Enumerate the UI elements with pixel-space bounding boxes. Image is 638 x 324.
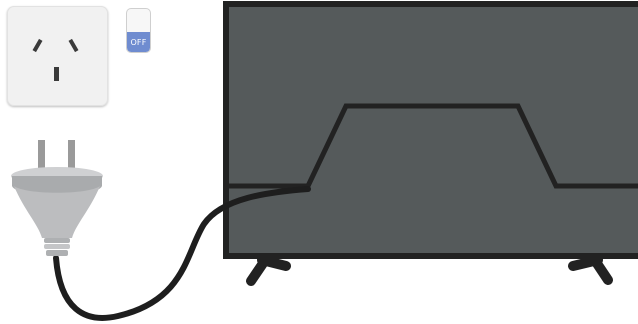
tv[interactable] — [226, 4, 638, 256]
tv-stand — [251, 256, 608, 281]
tv-screen[interactable] — [226, 4, 638, 256]
power-plug-icon[interactable] — [11, 140, 103, 256]
plug-body — [14, 186, 100, 238]
